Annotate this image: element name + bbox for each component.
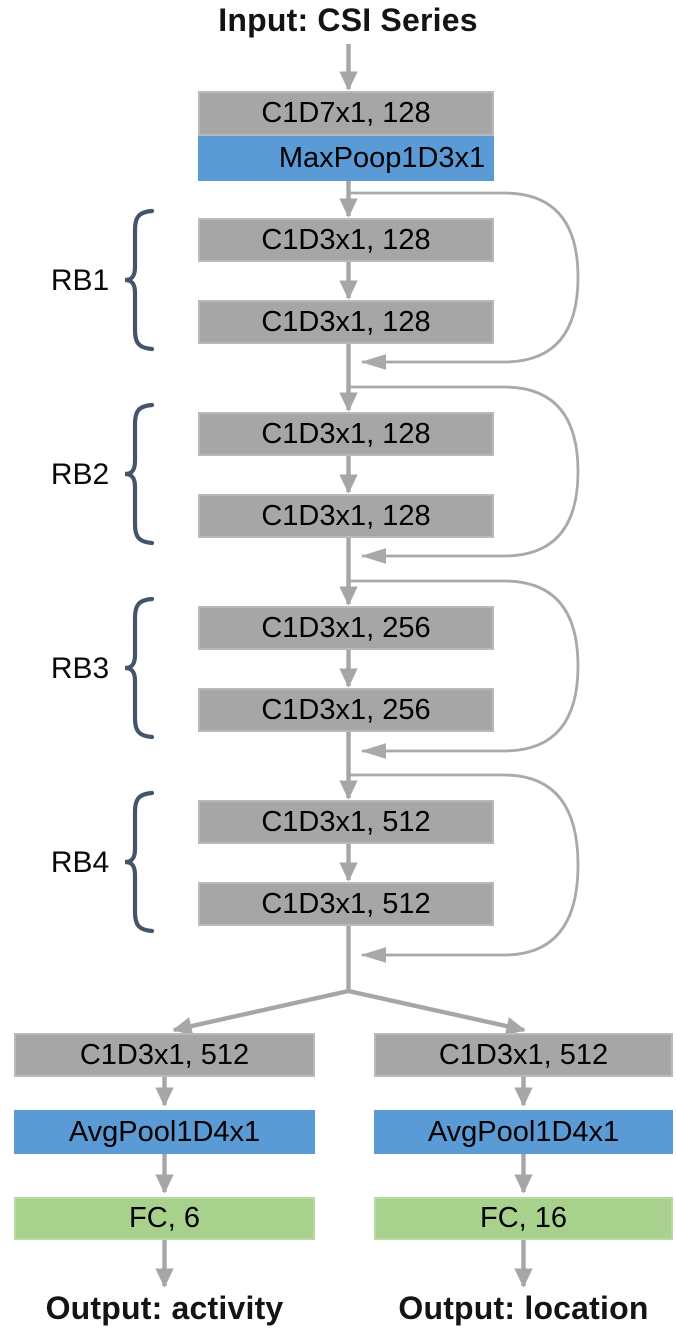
- activity-fc-label: FC, 6: [129, 1202, 200, 1234]
- rb3-label: RB3: [50, 652, 110, 685]
- activity-fc-box: FC, 6: [14, 1197, 315, 1240]
- stem-conv-label: C1D7x1, 128: [261, 97, 431, 129]
- rb1-brace: [124, 208, 155, 352]
- rb4-conv2-label: C1D3x1, 512: [261, 887, 431, 920]
- stem-conv-box: C1D7x1, 128: [198, 91, 494, 136]
- location-fc-box: FC, 16: [374, 1197, 673, 1240]
- skip-connection-rb2: [350, 385, 580, 564]
- rb4-label: RB4: [50, 846, 110, 879]
- rb2-conv1-box: C1D3x1, 128: [198, 412, 494, 456]
- activity-avgpool-box: AvgPool1D4x1: [14, 1110, 315, 1154]
- input-label: Input: CSI Series: [218, 2, 478, 38]
- rb1-conv1-label: C1D3x1, 128: [261, 223, 431, 256]
- rb3-conv2-label: C1D3x1, 256: [261, 693, 431, 726]
- location-output-label: Output: location: [398, 1290, 649, 1326]
- rb1-conv2-label: C1D3x1, 128: [261, 305, 431, 338]
- arrow-split-left: [172, 988, 349, 1036]
- rb1-label: RB1: [50, 264, 110, 297]
- skip-connection-rb1: [350, 191, 580, 370]
- rb3-conv2-box: C1D3x1, 256: [198, 688, 494, 732]
- location-fc-label: FC, 16: [479, 1202, 568, 1234]
- stem-maxpool-label: MaxPoop1D3x1: [278, 142, 486, 174]
- rb4-conv1-label: C1D3x1, 512: [261, 805, 431, 838]
- rb1-conv2-box: C1D3x1, 128: [198, 300, 494, 344]
- rb4-brace: [124, 790, 155, 934]
- activity-conv-box: C1D3x1, 512: [14, 1033, 315, 1077]
- location-conv-label: C1D3x1, 512: [438, 1038, 609, 1071]
- rb3-brace: [124, 596, 155, 740]
- rb4-conv2-box: C1D3x1, 512: [198, 882, 494, 926]
- rb2-conv2-box: C1D3x1, 128: [198, 494, 494, 538]
- rb2-label: RB2: [50, 458, 110, 491]
- activity-avgpool-label: AvgPool1D4x1: [68, 1115, 261, 1148]
- rb2-conv2-label: C1D3x1, 128: [261, 499, 431, 532]
- rb3-conv1-label: C1D3x1, 256: [261, 611, 431, 644]
- rb2-conv1-label: C1D3x1, 128: [261, 417, 431, 450]
- activity-output-label: Output: activity: [45, 1290, 284, 1326]
- rb2-brace: [124, 402, 155, 546]
- location-avgpool-box: AvgPool1D4x1: [374, 1110, 673, 1154]
- rb1-conv1-box: C1D3x1, 128: [198, 218, 494, 262]
- rb3-conv1-box: C1D3x1, 256: [198, 606, 494, 650]
- rb4-conv1-box: C1D3x1, 512: [198, 800, 494, 844]
- location-avgpool-label: AvgPool1D4x1: [427, 1115, 620, 1148]
- stem-maxpool-box: MaxPoop1D3x1: [198, 136, 494, 181]
- arrow-split-right: [348, 988, 526, 1036]
- activity-conv-label: C1D3x1, 512: [79, 1038, 250, 1071]
- skip-connection-rb4: [350, 773, 580, 963]
- location-conv-box: C1D3x1, 512: [374, 1033, 673, 1077]
- skip-connection-rb3: [350, 579, 580, 759]
